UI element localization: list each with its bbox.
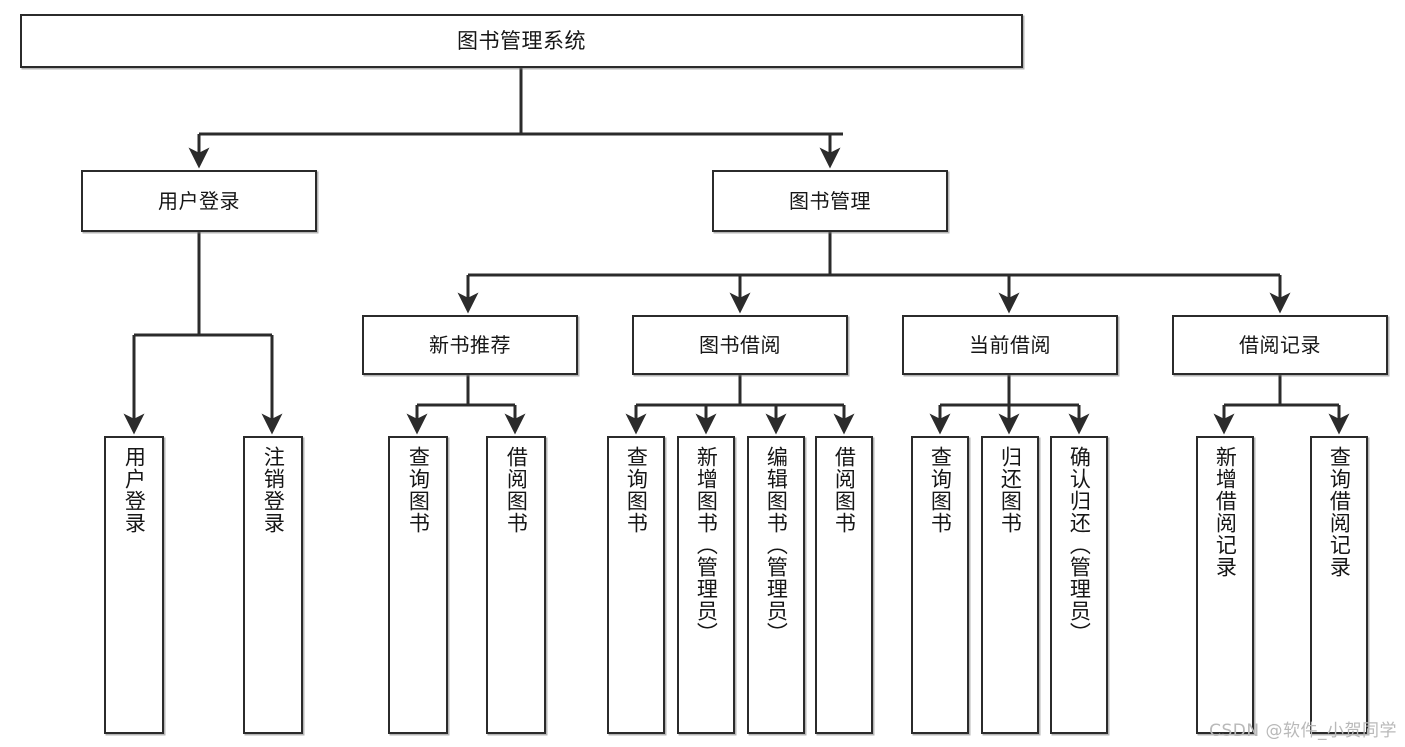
node-user-login[interactable]: 用户登录 (81, 170, 317, 232)
leaf-query-borrow-record[interactable]: 查询借阅记录 (1310, 436, 1368, 734)
leaf-query-book-recommend[interactable]: 查询图书 (388, 436, 448, 734)
node-book-management[interactable]: 图书管理 (712, 170, 948, 232)
leaf-user-login[interactable]: 用户登录 (104, 436, 164, 734)
node-label: 新增图书（管理员） (694, 446, 719, 644)
node-label: 借阅图书 (504, 446, 529, 534)
node-label: 图书借阅 (699, 332, 781, 357)
node-label: 借阅图书 (832, 446, 857, 534)
node-label: 新书推荐 (429, 332, 511, 357)
node-label: 查询图书 (624, 446, 649, 534)
node-root-system[interactable]: 图书管理系统 (20, 14, 1023, 68)
node-label: 查询图书 (928, 446, 953, 534)
node-label: 图书管理 (789, 188, 871, 213)
node-label: 查询借阅记录 (1327, 446, 1352, 578)
node-label: 新增借阅记录 (1213, 446, 1238, 578)
leaf-logout[interactable]: 注销登录 (243, 436, 303, 734)
node-label: 编辑图书（管理员） (764, 446, 789, 644)
node-new-book-recommend[interactable]: 新书推荐 (362, 315, 578, 375)
node-label: 图书管理系统 (457, 28, 586, 53)
leaf-add-borrow-record[interactable]: 新增借阅记录 (1196, 436, 1254, 734)
node-borrow-record[interactable]: 借阅记录 (1172, 315, 1388, 375)
leaf-edit-book-admin[interactable]: 编辑图书（管理员） (747, 436, 805, 734)
node-current-borrow[interactable]: 当前借阅 (902, 315, 1118, 375)
leaf-return-book[interactable]: 归还图书 (981, 436, 1039, 734)
leaf-borrow-book-recommend[interactable]: 借阅图书 (486, 436, 546, 734)
leaf-confirm-return-admin[interactable]: 确认归还（管理员） (1050, 436, 1108, 734)
node-label: 归还图书 (998, 446, 1023, 534)
leaf-query-book-current[interactable]: 查询图书 (911, 436, 969, 734)
leaf-add-book-admin[interactable]: 新增图书（管理员） (677, 436, 735, 734)
node-label: 借阅记录 (1239, 332, 1321, 357)
node-book-borrow[interactable]: 图书借阅 (632, 315, 848, 375)
node-label: 查询图书 (406, 446, 431, 534)
node-label: 用户登录 (158, 188, 240, 213)
leaf-query-book-borrow[interactable]: 查询图书 (607, 436, 665, 734)
node-label: 确认归还（管理员） (1067, 446, 1092, 644)
watermark-text: CSDN @软件_小贺同学 (1209, 721, 1397, 741)
node-label: 注销登录 (261, 446, 286, 534)
node-label: 用户登录 (122, 446, 147, 534)
leaf-borrow-book[interactable]: 借阅图书 (815, 436, 873, 734)
node-label: 当前借阅 (969, 332, 1051, 357)
